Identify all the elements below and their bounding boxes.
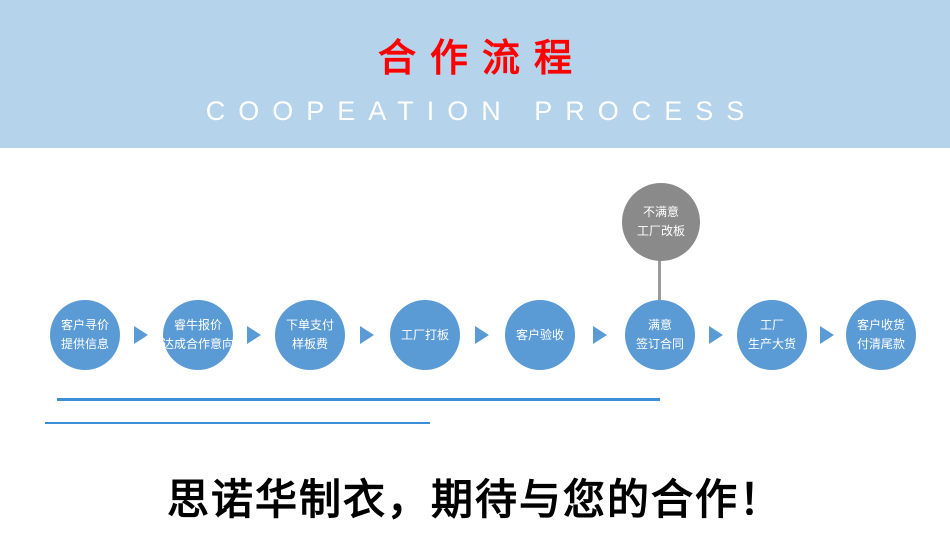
step-label-line1: 客户收货 — [856, 318, 905, 333]
page-title: 合作流程 — [377, 38, 586, 80]
arrow-right-icon — [247, 326, 261, 344]
step-label-line1: 下单支付 — [285, 318, 334, 333]
step-circle-4: 工厂打板 — [390, 300, 460, 370]
step-circle-2: 睿牛报价 达成合作意向 — [162, 300, 235, 370]
step-circle-8: 客户收货 付清尾款 — [846, 300, 916, 370]
step-label-line2: 生产大货 — [747, 337, 796, 351]
alt-step-rework-circle: 不满意 工厂改板 — [622, 183, 700, 261]
step-label-line2: 达成合作意向 — [162, 337, 235, 351]
process-flow-diagram: 不满意 工厂改板 客户寻价 提供信息 睿牛报价 达成合作意向 下单支付 样板费 … — [0, 148, 950, 448]
step-label-line1: 客户寻价 — [60, 318, 109, 333]
header-banner: 合作流程 COOPEATION PROCESS — [0, 0, 950, 148]
step-circle-1: 客户寻价 提供信息 — [50, 300, 120, 370]
slogan-text: 思诺华制衣，期待与您的合作！ — [166, 476, 783, 523]
step-label-line1: 工厂 — [759, 318, 784, 333]
arrow-right-icon — [820, 326, 834, 344]
step-label-line2: 付清尾款 — [856, 337, 905, 351]
rework-connector-line — [658, 254, 661, 302]
arrow-right-icon — [134, 326, 148, 344]
step-label-line1: 满意 — [647, 318, 672, 333]
step-label-line2: 提供信息 — [60, 337, 109, 351]
decorative-line-short — [45, 422, 430, 424]
arrow-right-icon — [475, 326, 489, 344]
step-circle-3: 下单支付 样板费 — [275, 300, 345, 370]
step-circle-7: 工厂 生产大货 — [737, 300, 807, 370]
arrow-right-icon — [593, 326, 607, 344]
alt-step-label-line2: 工厂改板 — [636, 224, 685, 238]
step-label-line2: 样板费 — [291, 337, 328, 351]
step-label-line1: 睿牛报价 — [173, 318, 222, 333]
step-label-line1: 客户验收 — [515, 327, 564, 342]
step-label-line2: 签订合同 — [635, 337, 684, 351]
step-circle-6: 满意 签订合同 — [625, 300, 695, 370]
page-subtitle: COOPEATION PROCESS — [205, 96, 758, 126]
arrow-right-icon — [709, 326, 723, 344]
decorative-line-long — [57, 398, 660, 401]
step-label-line1: 工厂打板 — [400, 327, 449, 342]
alt-step-label-line1: 不满意 — [642, 205, 679, 220]
step-circle-5: 客户验收 — [505, 300, 575, 370]
arrow-right-icon — [360, 326, 374, 344]
